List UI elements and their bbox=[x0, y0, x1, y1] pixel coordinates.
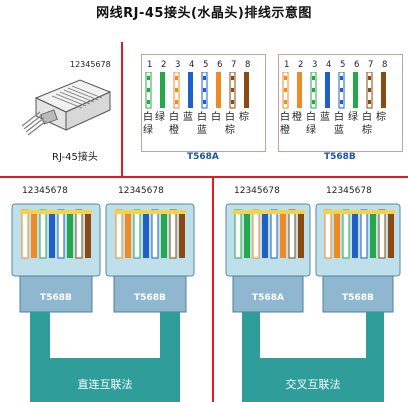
color-label: 白 bbox=[362, 112, 372, 123]
t568a-frame bbox=[141, 54, 266, 152]
straight-right-numbers: 12345678 bbox=[118, 186, 164, 196]
color-label: 橙 bbox=[292, 112, 302, 123]
pin-number: 4 bbox=[189, 60, 195, 70]
t568b-wires bbox=[282, 72, 386, 109]
t568b-color-labels: 白 橙 白 蓝 白 绿 白 棕 橙 绿 蓝 棕 bbox=[280, 112, 400, 140]
t568b-numbers: 1 2 3 4 5 6 7 8 bbox=[284, 60, 399, 72]
plug-label: RJ-45接头 bbox=[52, 152, 98, 163]
straight-left-plug-label: T568B bbox=[40, 293, 72, 303]
straight-right-plug-label: T568B bbox=[134, 293, 166, 303]
cross-right-plug-label: T568B bbox=[342, 293, 374, 303]
color-label: 白 bbox=[306, 112, 316, 123]
straight-left-numbers: 12345678 bbox=[22, 186, 68, 196]
color-label: 白 bbox=[280, 112, 290, 123]
color-label: 蓝 bbox=[334, 125, 344, 136]
cross-right-numbers: 12345678 bbox=[326, 186, 372, 196]
t568a-wires bbox=[145, 72, 249, 109]
cross-left-numbers: 12345678 bbox=[234, 186, 280, 196]
color-label: 棕 bbox=[362, 125, 372, 136]
color-label: 绿 bbox=[348, 112, 358, 123]
divider-vertical-top bbox=[121, 42, 123, 176]
cross-cable-diagram: 12345678 12345678 T568A T568B 交叉互联法 bbox=[216, 180, 408, 402]
color-label: 白 bbox=[334, 112, 344, 123]
pin-number: 3 bbox=[175, 60, 181, 70]
color-label: 白 bbox=[225, 112, 235, 123]
pin-number: 2 bbox=[298, 60, 304, 70]
t568a-numbers: 1 2 3 4 5 6 7 8 bbox=[147, 60, 262, 72]
pin-number: 6 bbox=[354, 60, 360, 70]
t568b-diagram: 1 2 3 4 5 6 7 8 白 橙 白 蓝 白 绿 白 棕 橙 绿 蓝 棕 … bbox=[278, 54, 403, 164]
rj45-plug-illustration: 12345678 bbox=[18, 56, 118, 146]
pin-number: 8 bbox=[382, 60, 388, 70]
pin-number: 7 bbox=[231, 60, 237, 70]
t568b-frame bbox=[278, 54, 403, 152]
color-label: 白 bbox=[211, 112, 221, 123]
divider-vertical-bottom bbox=[212, 178, 214, 402]
color-label: 蓝 bbox=[320, 112, 330, 123]
pin-number: 3 bbox=[312, 60, 318, 70]
pin-number: 8 bbox=[245, 60, 251, 70]
pin-number: 5 bbox=[340, 60, 346, 70]
pin-number: 7 bbox=[368, 60, 374, 70]
pin-number: 1 bbox=[147, 60, 153, 70]
color-label: 棕 bbox=[239, 112, 249, 123]
color-label: 绿 bbox=[143, 125, 153, 136]
color-label: 白 bbox=[197, 112, 207, 123]
t568b-label: T568B bbox=[324, 152, 356, 162]
color-label: 棕 bbox=[376, 112, 386, 123]
color-label: 白 bbox=[169, 112, 179, 123]
straight-cable-diagram: 12345678 12345678 T568B T568B 直连互联法 bbox=[0, 180, 210, 402]
cross-cable-graphic bbox=[225, 203, 401, 402]
cross-caption: 交叉互联法 bbox=[285, 378, 341, 391]
divider-horizontal bbox=[0, 176, 408, 178]
t568a-diagram: 1 2 3 4 5 6 7 8 白 绿 白 蓝 白 白 白 bbox=[141, 54, 266, 164]
cross-left-plug-label: T568A bbox=[252, 293, 284, 303]
pin-number: 1 bbox=[284, 60, 290, 70]
pin-number: 5 bbox=[203, 60, 209, 70]
color-label: 绿 bbox=[155, 112, 165, 123]
pin-number: 2 bbox=[161, 60, 167, 70]
color-label: 橙 bbox=[169, 125, 179, 136]
straight-caption: 直连互联法 bbox=[77, 378, 133, 391]
color-label: 白 bbox=[143, 112, 153, 123]
color-label: 棕 bbox=[225, 125, 235, 136]
color-label: 蓝 bbox=[183, 112, 193, 123]
color-label: 橙 bbox=[280, 125, 290, 136]
plug-pin-numbers: 12345678 bbox=[70, 60, 111, 69]
color-label: 绿 bbox=[306, 125, 316, 136]
pin-number: 4 bbox=[326, 60, 332, 70]
t568a-label: T568A bbox=[187, 152, 219, 162]
rj45-plug-icon bbox=[21, 79, 112, 136]
straight-cable-graphic bbox=[11, 203, 195, 402]
t568a-color-labels: 白 绿 白 蓝 白 白 白 棕 绿 橙 蓝 棕 bbox=[143, 112, 263, 140]
page-title: 网线RJ-45接头(水晶头)排线示意图 bbox=[96, 6, 312, 21]
pin-number: 6 bbox=[217, 60, 223, 70]
color-label: 蓝 bbox=[197, 125, 207, 136]
